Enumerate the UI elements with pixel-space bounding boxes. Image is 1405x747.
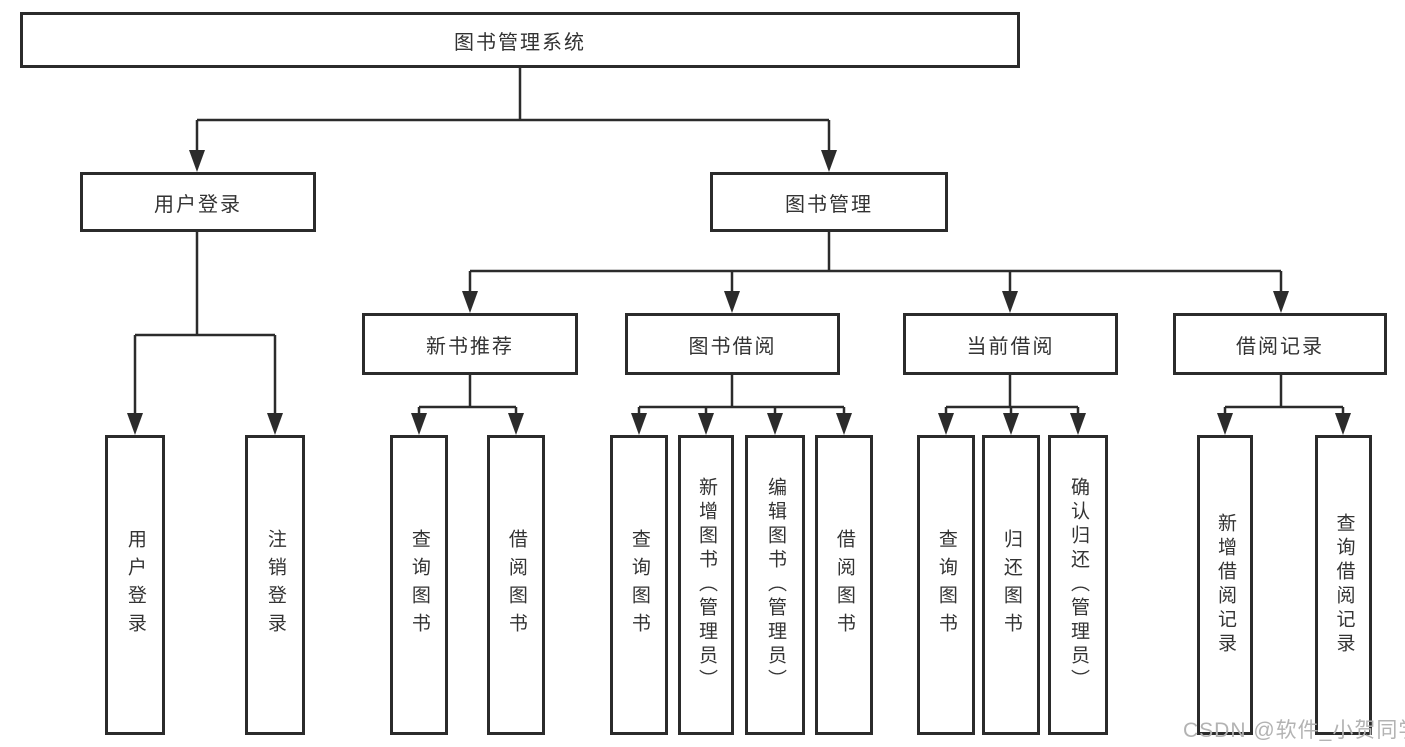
- node-new-book-recommend: 新书推荐: [362, 313, 578, 375]
- leaf-add-books-admin: 新增图书（管理员）: [678, 435, 734, 735]
- leaf-borrow-books-2: 借阅图书: [815, 435, 873, 735]
- leaf-return-books-label: 归还图书: [1000, 529, 1022, 641]
- leaf-borrow-books-1-label: 借阅图书: [505, 529, 527, 641]
- leaf-logout-label: 注销登录: [264, 529, 286, 641]
- node-root-label: 图书管理系统: [454, 31, 586, 54]
- leaf-borrow-books-1: 借阅图书: [487, 435, 545, 735]
- node-book-management-label: 图书管理: [785, 193, 873, 216]
- node-current-borrow-label: 当前借阅: [966, 335, 1055, 358]
- node-book-borrow-label: 图书借阅: [688, 335, 777, 358]
- leaf-query-books-3: 查询图书: [917, 435, 975, 735]
- leaf-user-login-label: 用户登录: [124, 529, 146, 641]
- node-root-system: 图书管理系统: [20, 12, 1020, 68]
- node-user-login: 用户登录: [80, 172, 316, 232]
- leaf-edit-books-admin-label: 编辑图书（管理员）: [764, 477, 786, 693]
- leaf-query-borrow-record-label: 查询借阅记录: [1333, 513, 1355, 657]
- leaf-query-books-1: 查询图书: [390, 435, 448, 735]
- leaf-query-books-3-label: 查询图书: [935, 529, 957, 641]
- leaf-return-books: 归还图书: [982, 435, 1040, 735]
- leaf-add-borrow-record-label: 新增借阅记录: [1214, 513, 1236, 657]
- node-book-management: 图书管理: [710, 172, 948, 232]
- leaf-query-books-2: 查询图书: [610, 435, 668, 735]
- leaf-add-books-admin-label: 新增图书（管理员）: [695, 477, 717, 693]
- leaf-query-borrow-record: 查询借阅记录: [1315, 435, 1372, 735]
- leaf-logout: 注销登录: [245, 435, 305, 735]
- node-borrow-record-label: 借阅记录: [1236, 335, 1324, 358]
- node-book-borrow: 图书借阅: [625, 313, 840, 375]
- leaf-query-books-2-label: 查询图书: [628, 529, 650, 641]
- arrowheads: [127, 150, 1351, 435]
- leaf-confirm-return-admin: 确认归还（管理员）: [1048, 435, 1108, 735]
- leaf-user-login: 用户登录: [105, 435, 165, 735]
- leaf-query-books-1-label: 查询图书: [408, 529, 430, 641]
- node-new-book-recommend-label: 新书推荐: [426, 335, 514, 358]
- leaf-add-borrow-record: 新增借阅记录: [1197, 435, 1253, 735]
- node-user-login-label: 用户登录: [154, 193, 242, 216]
- csdn-watermark: CSDN @软件_小贺同学: [1183, 719, 1405, 742]
- leaf-borrow-books-2-label: 借阅图书: [833, 529, 855, 641]
- node-borrow-record: 借阅记录: [1173, 313, 1387, 375]
- node-current-borrow: 当前借阅: [903, 313, 1118, 375]
- leaf-edit-books-admin: 编辑图书（管理员）: [745, 435, 805, 735]
- leaf-confirm-return-admin-label: 确认归还（管理员）: [1067, 477, 1089, 693]
